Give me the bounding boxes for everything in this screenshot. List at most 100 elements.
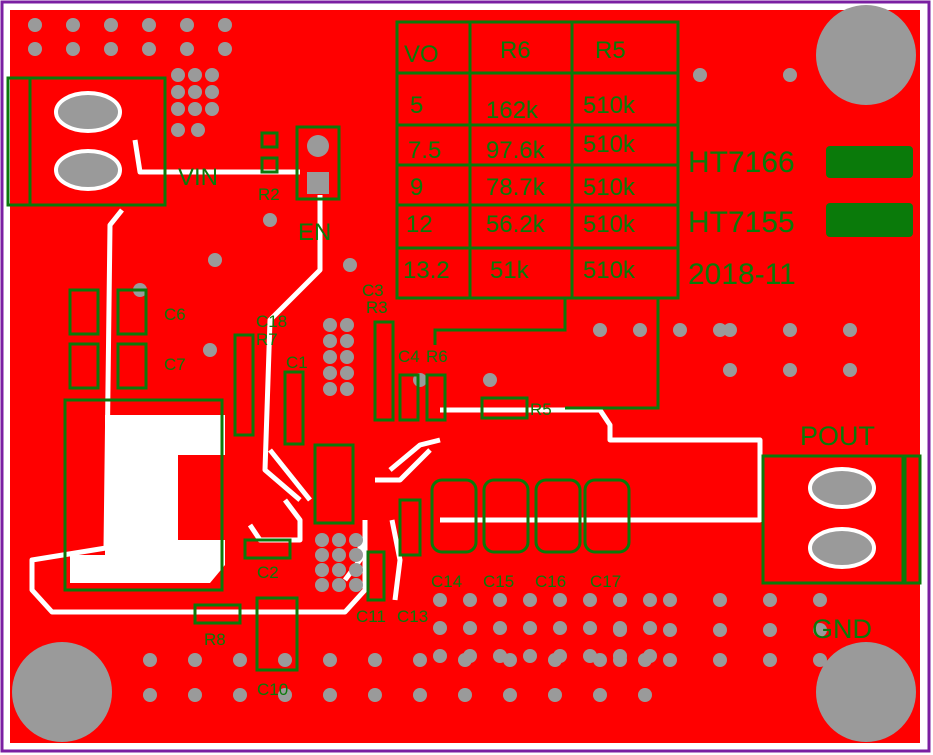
via <box>323 350 337 364</box>
designator-c7: C7 <box>164 355 186 374</box>
table-cell: 510k <box>583 92 636 119</box>
via <box>783 323 797 337</box>
via <box>340 318 354 332</box>
via <box>208 253 222 267</box>
via <box>813 653 827 667</box>
table-cell: 56.2k <box>486 211 546 238</box>
via <box>548 688 562 702</box>
via <box>205 85 219 99</box>
via <box>323 382 337 396</box>
via <box>663 623 677 637</box>
via <box>713 593 727 607</box>
via <box>723 363 737 377</box>
designator-r6: R6 <box>426 347 448 366</box>
designator-c6: C6 <box>164 305 186 324</box>
via <box>323 653 337 667</box>
designator-r2: R2 <box>258 185 280 204</box>
via <box>28 42 42 56</box>
designator-c3: C3 <box>362 281 384 300</box>
mounting-hole <box>816 5 916 105</box>
via <box>205 102 219 116</box>
table-cell: 12 <box>406 211 433 238</box>
via <box>66 18 80 32</box>
table-cell: 97.6k <box>486 137 546 164</box>
designator-r5: R5 <box>530 400 552 419</box>
via <box>315 533 329 547</box>
table-cell: 5 <box>410 92 423 119</box>
via <box>278 653 292 667</box>
via <box>638 688 652 702</box>
via <box>843 363 857 377</box>
via <box>340 366 354 380</box>
via <box>493 621 507 635</box>
via <box>315 578 329 592</box>
pout-label: POUT <box>800 421 875 451</box>
via <box>783 68 797 82</box>
via <box>813 623 827 637</box>
table-header-vo: VO <box>404 41 439 68</box>
via <box>613 623 627 637</box>
via <box>205 68 219 82</box>
via <box>171 68 185 82</box>
via <box>713 623 727 637</box>
via <box>458 653 472 667</box>
part-marking-ht7166: HT7166 <box>688 146 795 179</box>
via <box>180 18 194 32</box>
via <box>233 653 247 667</box>
via <box>188 102 202 116</box>
via <box>188 85 202 99</box>
via <box>332 578 346 592</box>
via <box>188 68 202 82</box>
via <box>458 688 472 702</box>
via <box>433 621 447 635</box>
via <box>368 653 382 667</box>
via <box>143 688 157 702</box>
vin-connector <box>6 76 167 207</box>
via <box>523 621 537 635</box>
via <box>463 593 477 607</box>
via <box>713 323 727 337</box>
part-marking-bar <box>826 146 913 178</box>
via <box>180 42 194 56</box>
via <box>613 593 627 607</box>
designator-c14: C14 <box>431 572 462 591</box>
via <box>332 563 346 577</box>
via <box>323 688 337 702</box>
vo-resistor-table: VO R6 R5 5 162k 510k 7.5 97.6k 510k 9 78… <box>395 20 680 300</box>
via <box>783 363 797 377</box>
via <box>483 373 497 387</box>
table-cell: 9 <box>410 174 423 201</box>
part-marking-ht7155: HT7155 <box>688 206 795 239</box>
via <box>463 621 477 635</box>
table-cell: 78.7k <box>486 174 546 201</box>
via <box>763 653 777 667</box>
table-cell: 162k <box>486 97 539 124</box>
via <box>263 213 277 227</box>
via <box>218 18 232 32</box>
via <box>763 623 777 637</box>
via <box>763 593 777 607</box>
via <box>553 593 567 607</box>
mounting-hole <box>816 642 916 742</box>
via <box>66 42 80 56</box>
via <box>503 653 517 667</box>
part-marking-bar <box>826 203 913 237</box>
via <box>171 85 185 99</box>
table-cell: 510k <box>583 131 636 158</box>
via <box>171 123 185 137</box>
via <box>413 688 427 702</box>
via <box>349 548 363 562</box>
via <box>104 18 118 32</box>
vin-label: VIN <box>178 164 218 191</box>
via <box>673 323 687 337</box>
via <box>493 593 507 607</box>
via <box>315 548 329 562</box>
via <box>583 593 597 607</box>
via <box>593 323 607 337</box>
via <box>233 688 247 702</box>
table-cell: 51k <box>490 257 530 284</box>
via <box>349 563 363 577</box>
via <box>638 653 652 667</box>
designator-c16: C16 <box>535 572 566 591</box>
via <box>142 18 156 32</box>
